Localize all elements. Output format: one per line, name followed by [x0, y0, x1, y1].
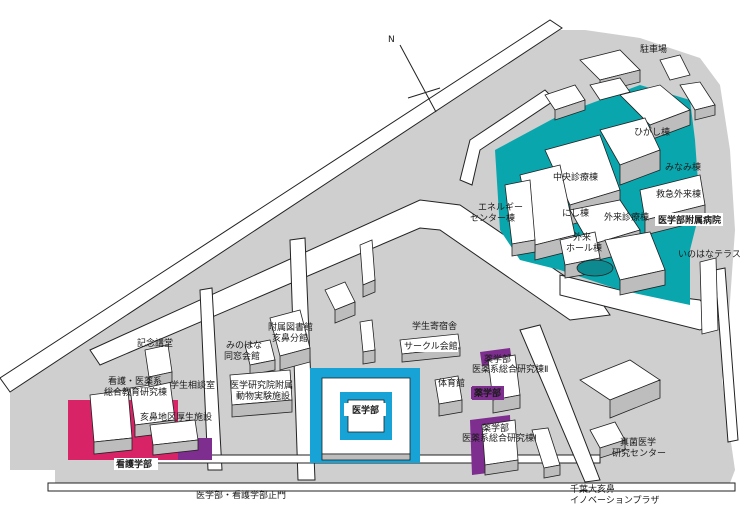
- label-pharmacy-faculty-highlight: 薬学部: [474, 387, 501, 399]
- label-outpatient-clinic: 外来診療棟: [604, 211, 649, 223]
- label-circle-hall: サークル会館: [404, 340, 458, 352]
- label-nursing-faculty: 看護学部: [116, 458, 152, 470]
- label-library-2: 亥鼻分館: [272, 332, 308, 344]
- boundary-road-south: [47, 482, 736, 492]
- compass: N: [388, 35, 441, 113]
- label-nursing-research-1: 看護・医薬系: [108, 375, 162, 387]
- label-emergency-outpatient: 救急外来棟: [656, 188, 701, 200]
- map-labels: 駐車場 ひがし棟 みなみ棟 中央診療棟 救急外来棟 エネルギー センター棟 にし…: [104, 43, 740, 506]
- label-fungi-center-2: 研究センター: [612, 447, 666, 459]
- label-alumni-1: みのはな: [226, 340, 262, 351]
- label-outpatient-hall-1: 外来: [573, 231, 591, 243]
- label-gym: 体育館: [438, 377, 465, 389]
- label-pharma-research-1: 医薬系総合研究棟Ⅰ: [462, 432, 537, 444]
- label-medicine-faculty: 医学部: [352, 404, 379, 416]
- nursing-faculty-tag: [114, 458, 158, 470]
- boundary-road-north: [0, 19, 563, 393]
- pharmacy-faculty-tag: [471, 387, 503, 399]
- label-student-counseling: 学生相談室: [170, 379, 215, 391]
- label-outpatient-hall-2: ホール棟: [566, 242, 602, 254]
- label-animal-facility-2: 動物実験施設: [236, 390, 290, 402]
- label-hospital-name: 医学部附属病院: [658, 214, 721, 226]
- pharma-research-1-building: [470, 415, 561, 479]
- label-east-wing: ひがし棟: [634, 126, 670, 138]
- label-pharma-research-2: 医薬系総合研究棟Ⅱ: [472, 363, 548, 375]
- label-innovation-plaza-1: 千葉大亥鼻: [570, 483, 615, 495]
- label-energy-center-2: センター棟: [470, 212, 515, 224]
- circle-hall-tag: [402, 340, 458, 352]
- label-library-1: 附属図書館: [268, 321, 313, 333]
- label-dormitory: 学生寄宿舎: [412, 320, 457, 332]
- label-innovation-plaza-2: イノベーションプラザ: [570, 495, 660, 506]
- label-energy-center-1: エネルギー: [478, 202, 523, 213]
- gym-building: [434, 375, 463, 417]
- road-east: [714, 267, 739, 443]
- central-buildings: [229, 239, 461, 418]
- label-nursing-research-2: 総合教育研究棟: [104, 386, 167, 398]
- label-main-gate: 医学部・看護学部正門: [196, 489, 286, 501]
- label-inohana-welfare: 亥鼻地区厚生施設: [140, 411, 212, 423]
- label-inohana-terrace: いのはなテラス: [678, 249, 740, 260]
- road-inner-west: [199, 287, 223, 471]
- medicine-faculty-tag: [344, 403, 386, 416]
- nursing-faculty-area: [68, 344, 212, 460]
- fungi-center-buildings: [579, 359, 661, 459]
- compass-north-label: N: [388, 35, 395, 45]
- label-animal-facility-1: 医学研究院附属: [230, 379, 293, 391]
- label-pharmacy-faculty: 薬学部: [484, 353, 511, 365]
- label-south-wing: みなみ棟: [665, 161, 701, 173]
- label-west-wing: にし棟: [562, 207, 589, 219]
- label-alumni-2: 同窓会館: [224, 350, 260, 362]
- inohana-terrace-building: [699, 257, 719, 335]
- parking-buildings: [544, 49, 716, 121]
- hospital-name-tag: [655, 213, 723, 226]
- label-parking: 駐車場: [640, 43, 667, 55]
- label-memorial-hall: 記念講堂: [137, 337, 173, 349]
- road-east-inner: [519, 324, 601, 483]
- label-fungi-center-1: 真菌医学: [620, 436, 656, 448]
- label-central-clinic: 中央診療棟: [553, 171, 598, 183]
- label-pharmacy-faculty-2: 薬学部: [482, 422, 509, 434]
- road-main-diagonal: [89, 199, 611, 366]
- hospital-buildings: [504, 84, 706, 296]
